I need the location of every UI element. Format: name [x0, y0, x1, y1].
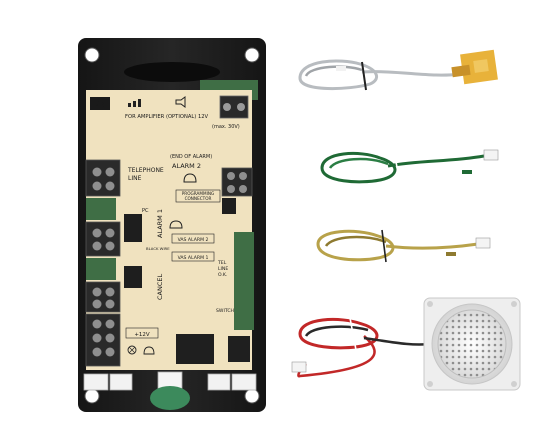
terminal-screw-icon — [237, 103, 245, 111]
red-cable-tail — [297, 335, 376, 378]
signal-bars-icon — [128, 99, 141, 107]
green-led-dome — [150, 386, 190, 410]
tel-line-ok-1: TEL — [217, 260, 227, 266]
green-pcb-patch — [86, 198, 116, 220]
red-cable-loop — [298, 317, 379, 350]
programming-label-2: CONNECTOR — [185, 196, 212, 201]
grey-cable-assembly — [298, 49, 498, 91]
max-voltage-label: (max. 30V) — [212, 124, 240, 130]
jst-connector — [83, 373, 109, 391]
grey-cable-tail — [361, 70, 461, 77]
telephone-line-label-1: TELEPHONE — [127, 167, 164, 174]
vas-alarm-2-box — [171, 233, 215, 244]
mount-hole-bottom-right — [244, 388, 260, 404]
grey-cable-loop — [298, 59, 378, 91]
lamp-icon — [127, 345, 137, 355]
plus12v-label: +12V — [134, 332, 150, 338]
green-pcb-patch — [86, 258, 116, 280]
left-terminal-block-3 — [85, 281, 121, 313]
cable-tie — [381, 229, 387, 263]
speaker-screw-hole — [511, 301, 517, 307]
pin-header — [124, 198, 236, 288]
green-cable-pin — [462, 170, 472, 174]
vas-alarm-2-label: VAS ALARM 2 — [178, 237, 209, 243]
amplifier-label: FOR AMPLIFIER (OPTIONAL) 12V — [125, 114, 209, 120]
programming-connector-box — [175, 189, 221, 203]
cable-tie — [361, 61, 367, 91]
rear-speaker-opening — [124, 62, 220, 82]
power-terminal — [219, 95, 249, 119]
green-cable-loop — [320, 151, 397, 184]
jst-connector — [109, 373, 133, 391]
cable-tie — [393, 151, 401, 183]
alarm2-label: ALARM 2 — [172, 162, 201, 170]
relay-connector — [176, 334, 214, 364]
plus12v-box — [125, 327, 159, 339]
brand-logo-text: 2N — [94, 100, 106, 109]
speaker-screw-hole — [511, 381, 517, 387]
mount-hole-top-right — [244, 47, 260, 63]
small-connector — [336, 66, 346, 71]
mount-hole-bottom-left — [84, 388, 100, 404]
bell-icon — [169, 220, 183, 229]
terminal-screw-icon — [223, 103, 231, 111]
tel-line-ok-2: LINE — [218, 266, 228, 272]
side-connector — [228, 336, 250, 362]
bell-icon — [183, 173, 197, 183]
pc-label: PC — [142, 208, 149, 214]
speaker-grille — [438, 310, 506, 378]
circuit-board: 2N FOR AMPLIFIER (OPTIONAL) 12V (max. 30… — [78, 38, 266, 412]
red-black-cable-assembly — [291, 317, 431, 378]
mount-hole-top-left — [84, 47, 100, 63]
bell-icon — [143, 346, 155, 355]
programming-label-1: PROGRAMMING — [182, 191, 214, 196]
vas-alarm-1-label: VAS ALARM 1 — [178, 255, 209, 261]
cable-tie — [349, 317, 357, 351]
telephone-line-label-2: LINE — [128, 175, 142, 182]
yellow-connector — [451, 49, 498, 85]
yellow-cable-connector — [475, 237, 491, 249]
tel-line-ok-3: O.K. — [218, 272, 227, 278]
left-terminal-block-4 — [85, 313, 121, 367]
switch-label: SWITCH — [216, 308, 234, 314]
red-cable-connector — [291, 361, 307, 373]
left-terminal-block-1 — [85, 159, 121, 197]
yellow-cable-tail — [385, 242, 479, 250]
green-cable-tail — [387, 154, 485, 168]
green-cable-assembly — [320, 149, 499, 184]
alarm1-label: ALARM 1 — [156, 209, 164, 238]
speaker-module — [423, 297, 521, 391]
yellow-cable-loop — [316, 229, 395, 262]
yellow-cable-pin — [446, 252, 456, 256]
speaker-screw-hole — [427, 381, 433, 387]
yellow-cable-assembly — [316, 229, 491, 263]
jst-connector — [231, 373, 257, 391]
left-terminal-block-2 — [85, 221, 121, 257]
cancel-label: CANCEL — [156, 274, 164, 300]
speaker-symbol-icon — [175, 96, 186, 108]
side-green-pcb — [234, 232, 254, 330]
speaker-screw-hole — [427, 301, 433, 307]
brand-logo — [90, 97, 110, 110]
green-cable-connector — [483, 149, 499, 161]
black-wire-label: BLACK WIRE — [146, 246, 170, 251]
right-terminal-block — [221, 167, 253, 197]
jst-connector — [207, 373, 231, 391]
end-of-alarm-label: (END OF ALARM) — [170, 154, 212, 160]
vas-alarm-1-box — [171, 251, 215, 262]
